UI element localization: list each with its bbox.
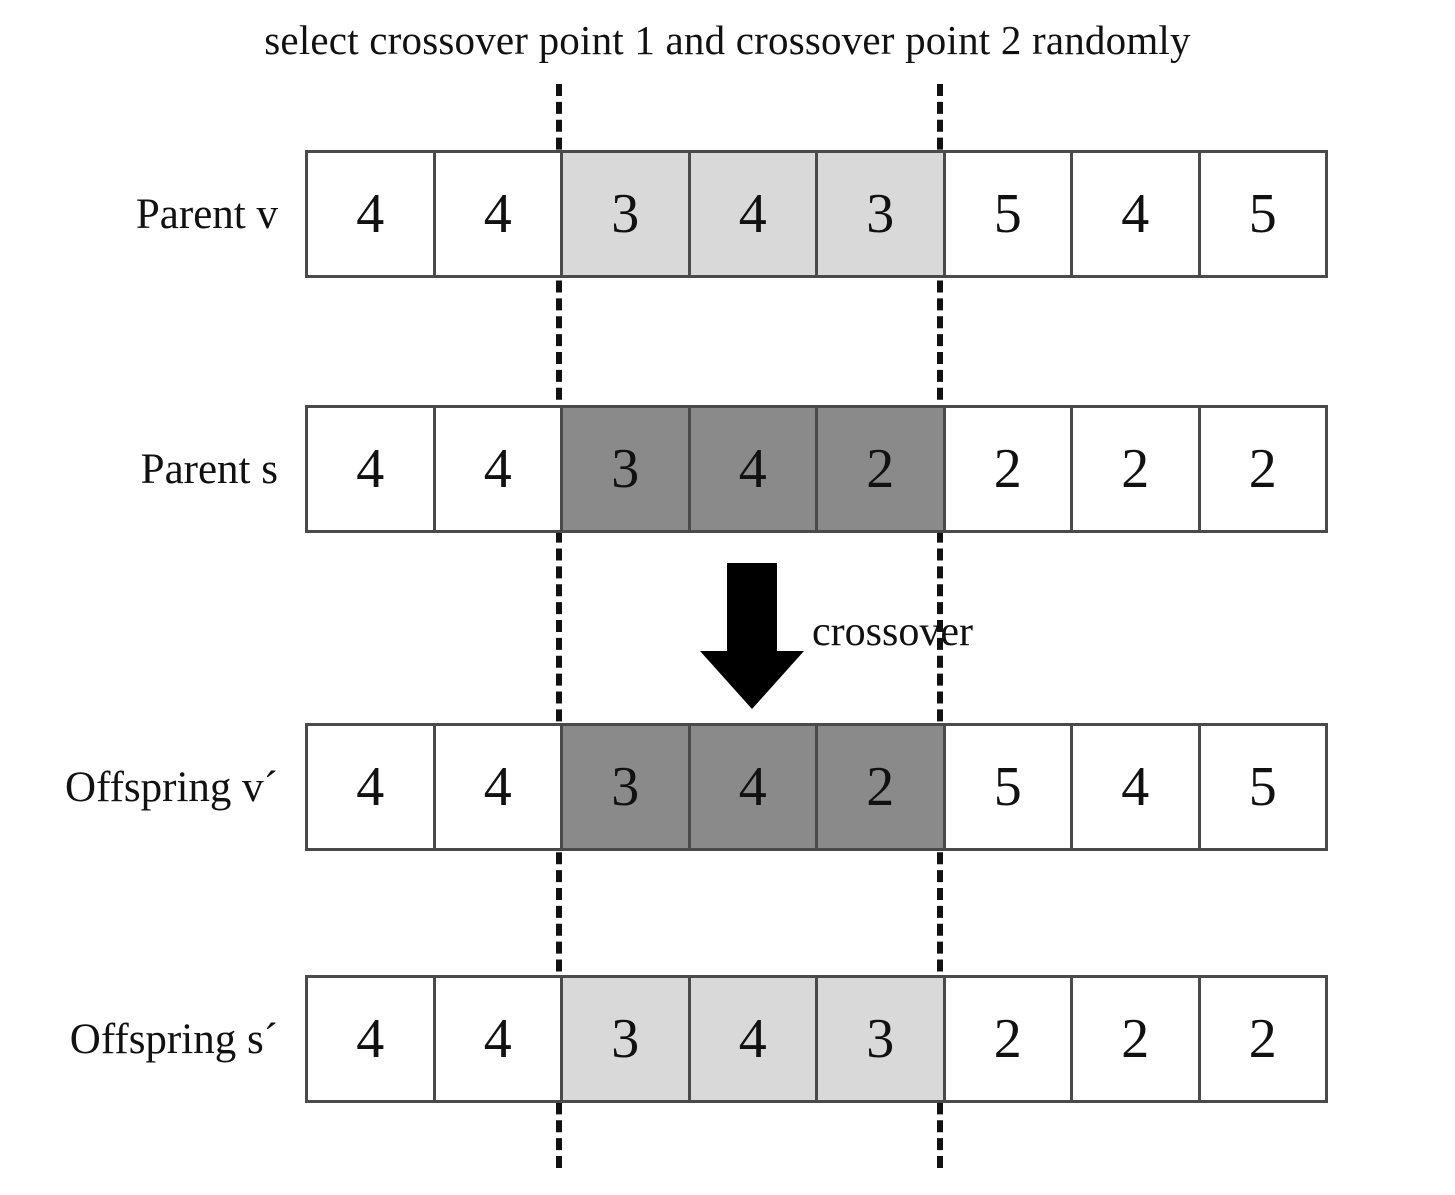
diagram-title: select crossover point 1 and crossover p…	[264, 17, 1191, 63]
gene-cell: 2	[1200, 408, 1325, 530]
gene-cell: 4	[435, 978, 563, 1100]
chromosome-parent-s: 4 4 3 4 2 2 2 2	[305, 405, 1328, 533]
chromosome-parent-v: 4 4 3 4 3 5 4 5	[305, 150, 1328, 278]
gene-cell: 3	[563, 726, 691, 848]
gene-cell: 2	[1073, 978, 1201, 1100]
gene-cell: 4	[1073, 153, 1201, 275]
gene-cell: 2	[1073, 408, 1201, 530]
gene-cell: 3	[563, 153, 691, 275]
gene-cell: 2	[945, 408, 1073, 530]
gene-cell: 3	[563, 408, 691, 530]
chromosome-offspring-s: 4 4 3 4 3 2 2 2	[305, 975, 1328, 1103]
chromosome-row-parent-v: Parent v 4 4 3 4 3 5 4 5	[0, 150, 1455, 278]
gene-cell: 2	[1200, 978, 1325, 1100]
chromosome-row-offspring-v: Offspring v´ 4 4 3 4 2 5 4 5	[0, 723, 1455, 851]
crossover-point-1-line	[556, 84, 562, 1168]
gene-cell: 4	[308, 726, 436, 848]
gene-cell: 5	[1200, 726, 1325, 848]
gene-cell: 4	[690, 153, 818, 275]
gene-cell: 4	[690, 408, 818, 530]
chromosome-offspring-v: 4 4 3 4 2 5 4 5	[305, 723, 1328, 851]
gene-cell: 4	[308, 408, 436, 530]
arrow-head	[700, 651, 804, 709]
chromosome-row-parent-s: Parent s 4 4 3 4 2 2 2 2	[0, 405, 1455, 533]
gene-cell: 3	[818, 978, 946, 1100]
gene-cell: 5	[945, 726, 1073, 848]
gene-cell: 2	[818, 726, 946, 848]
row-label-offspring-s: Offspring s´	[69, 1015, 278, 1063]
gene-cell: 3	[563, 978, 691, 1100]
row-label-parent-s: Parent s	[140, 445, 278, 493]
gene-cell: 5	[945, 153, 1073, 275]
gene-cell: 4	[435, 153, 563, 275]
gene-cell: 2	[945, 978, 1073, 1100]
gene-cell: 3	[818, 153, 946, 275]
gene-cell: 4	[435, 408, 563, 530]
crossover-label: crossover	[812, 609, 973, 655]
gene-cell: 4	[1073, 726, 1201, 848]
gene-cell: 4	[308, 978, 436, 1100]
arrow-shaft	[727, 563, 777, 655]
chromosome-row-offspring-s: Offspring s´ 4 4 3 4 3 2 2 2	[0, 975, 1455, 1103]
gene-cell: 4	[435, 726, 563, 848]
row-label-offspring-v: Offspring v´	[65, 763, 278, 811]
gene-cell: 4	[690, 726, 818, 848]
row-label-parent-v: Parent v	[135, 190, 278, 238]
gene-cell: 4	[690, 978, 818, 1100]
gene-cell: 5	[1200, 153, 1325, 275]
crossover-point-2-line	[937, 84, 943, 1168]
gene-cell: 2	[818, 408, 946, 530]
gene-cell: 4	[308, 153, 436, 275]
crossover-arrow-icon	[700, 563, 804, 709]
